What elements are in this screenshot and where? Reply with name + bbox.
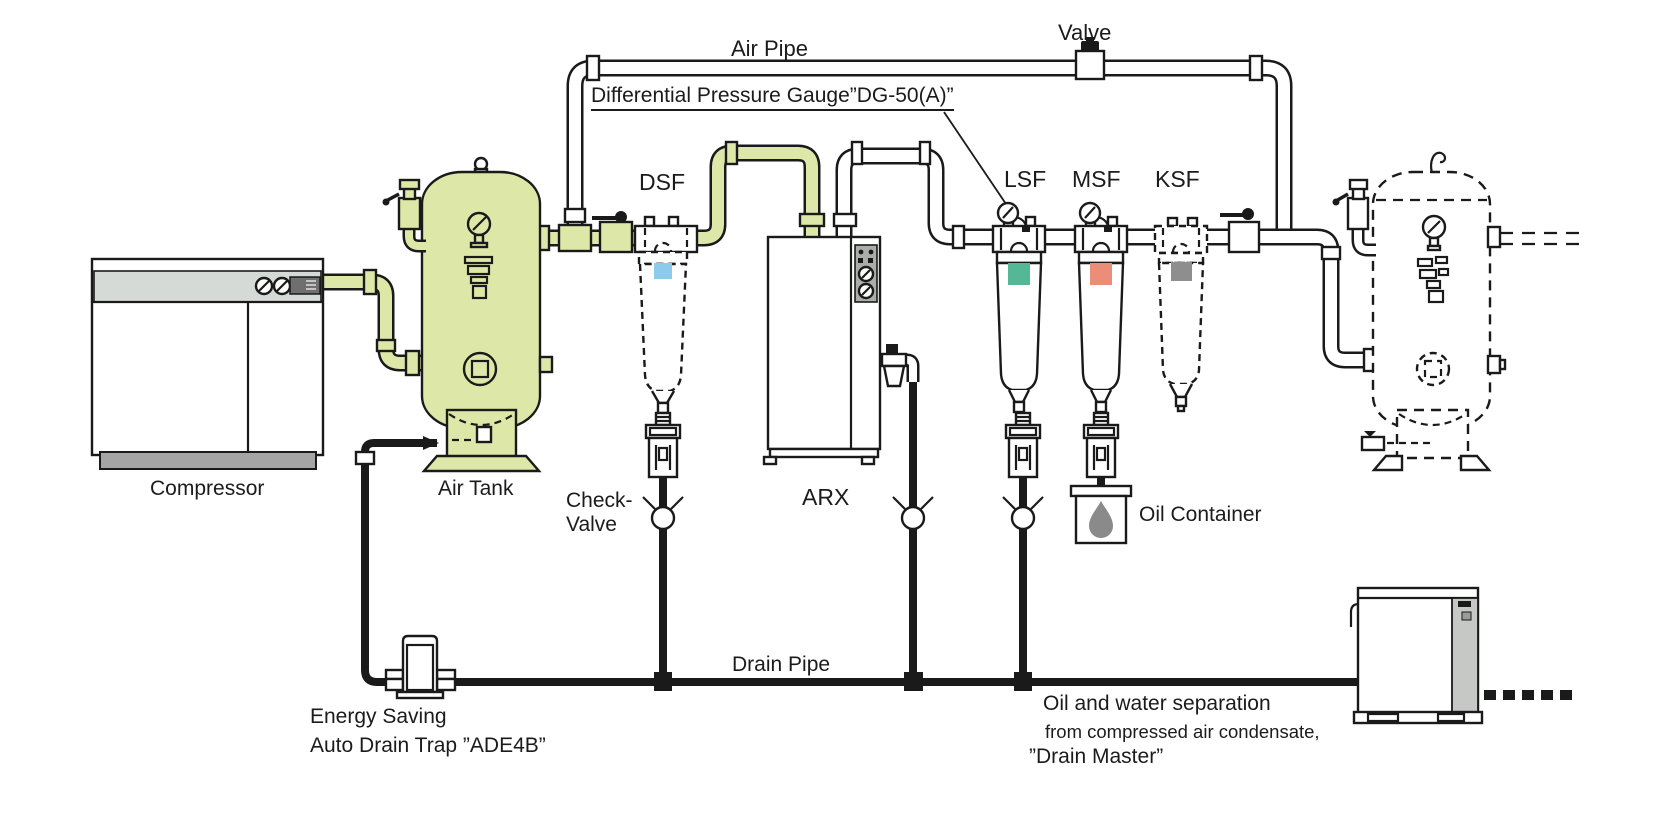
msf-auto-drain (1082, 411, 1120, 479)
ksf-label: KSF (1155, 166, 1200, 192)
top-valve (1074, 37, 1106, 81)
dsf-filter (633, 215, 699, 479)
ksf-filter (1153, 216, 1209, 413)
oil-drop-icon (1089, 501, 1113, 538)
separation-label-3: ”Drain Master” (1029, 745, 1164, 768)
compressor-unit (90, 257, 325, 470)
compressor-label: Compressor (150, 477, 265, 500)
air-tank-vessel (382, 156, 554, 473)
separation-label-1: Oil and water separation (1043, 692, 1271, 715)
dsf-label: DSF (639, 169, 685, 195)
arx-outlet-pipes (832, 140, 998, 250)
dsf-auto-drain (644, 411, 682, 479)
relief-valve (382, 178, 426, 253)
tank-outlet-valve (592, 211, 634, 254)
msf-pressure-gauge (1078, 201, 1112, 232)
check-valve-label-2: Valve (566, 513, 617, 536)
drain-master (1349, 586, 1572, 725)
check-valve-lsf (1002, 496, 1044, 531)
check-valves (642, 496, 1044, 531)
lsf-label: LSF (1004, 166, 1047, 192)
dpg-leader-line (943, 111, 1007, 205)
air-tank-label: Air Tank (438, 477, 514, 500)
dpg-label: Differential Pressure Gauge”DG-50(A)” (591, 84, 954, 112)
after-filter-line (1043, 208, 1378, 373)
arx-side-trap (880, 344, 920, 388)
lsf-filter (991, 201, 1047, 479)
arx-label: ARX (802, 484, 850, 510)
dotted-outlet-pipe (1484, 690, 1572, 700)
check-valve-label-1: Check- (566, 489, 633, 512)
dashed-air-tank (1332, 151, 1588, 472)
drain-pipe-label: Drain Pipe (732, 653, 831, 676)
check-valve-dsf (642, 496, 684, 531)
valve-label: Valve (1058, 20, 1112, 45)
air-pipe-loop (563, 54, 1293, 240)
separation-label-2: from compressed air condensate, (1045, 721, 1320, 742)
air-pipe-label: Air Pipe (731, 36, 809, 61)
lsf-auto-drain (1004, 411, 1042, 479)
arx-dryer (762, 235, 920, 466)
dashed-tank-relief-valve (1332, 178, 1376, 257)
oil-container (1069, 484, 1133, 545)
energy-saving-label-1: Energy Saving (310, 705, 447, 728)
drain-lines (354, 382, 1358, 691)
oil-container-label: Oil Container (1139, 503, 1262, 526)
check-valve-arx (892, 496, 934, 531)
msf-label: MSF (1072, 166, 1121, 192)
msf-filter (1073, 201, 1129, 479)
lsf-pressure-gauge (996, 201, 1030, 232)
auto-drain-trap (384, 634, 457, 700)
energy-saving-label-2: Auto Drain Trap ”ADE4B” (310, 734, 546, 757)
